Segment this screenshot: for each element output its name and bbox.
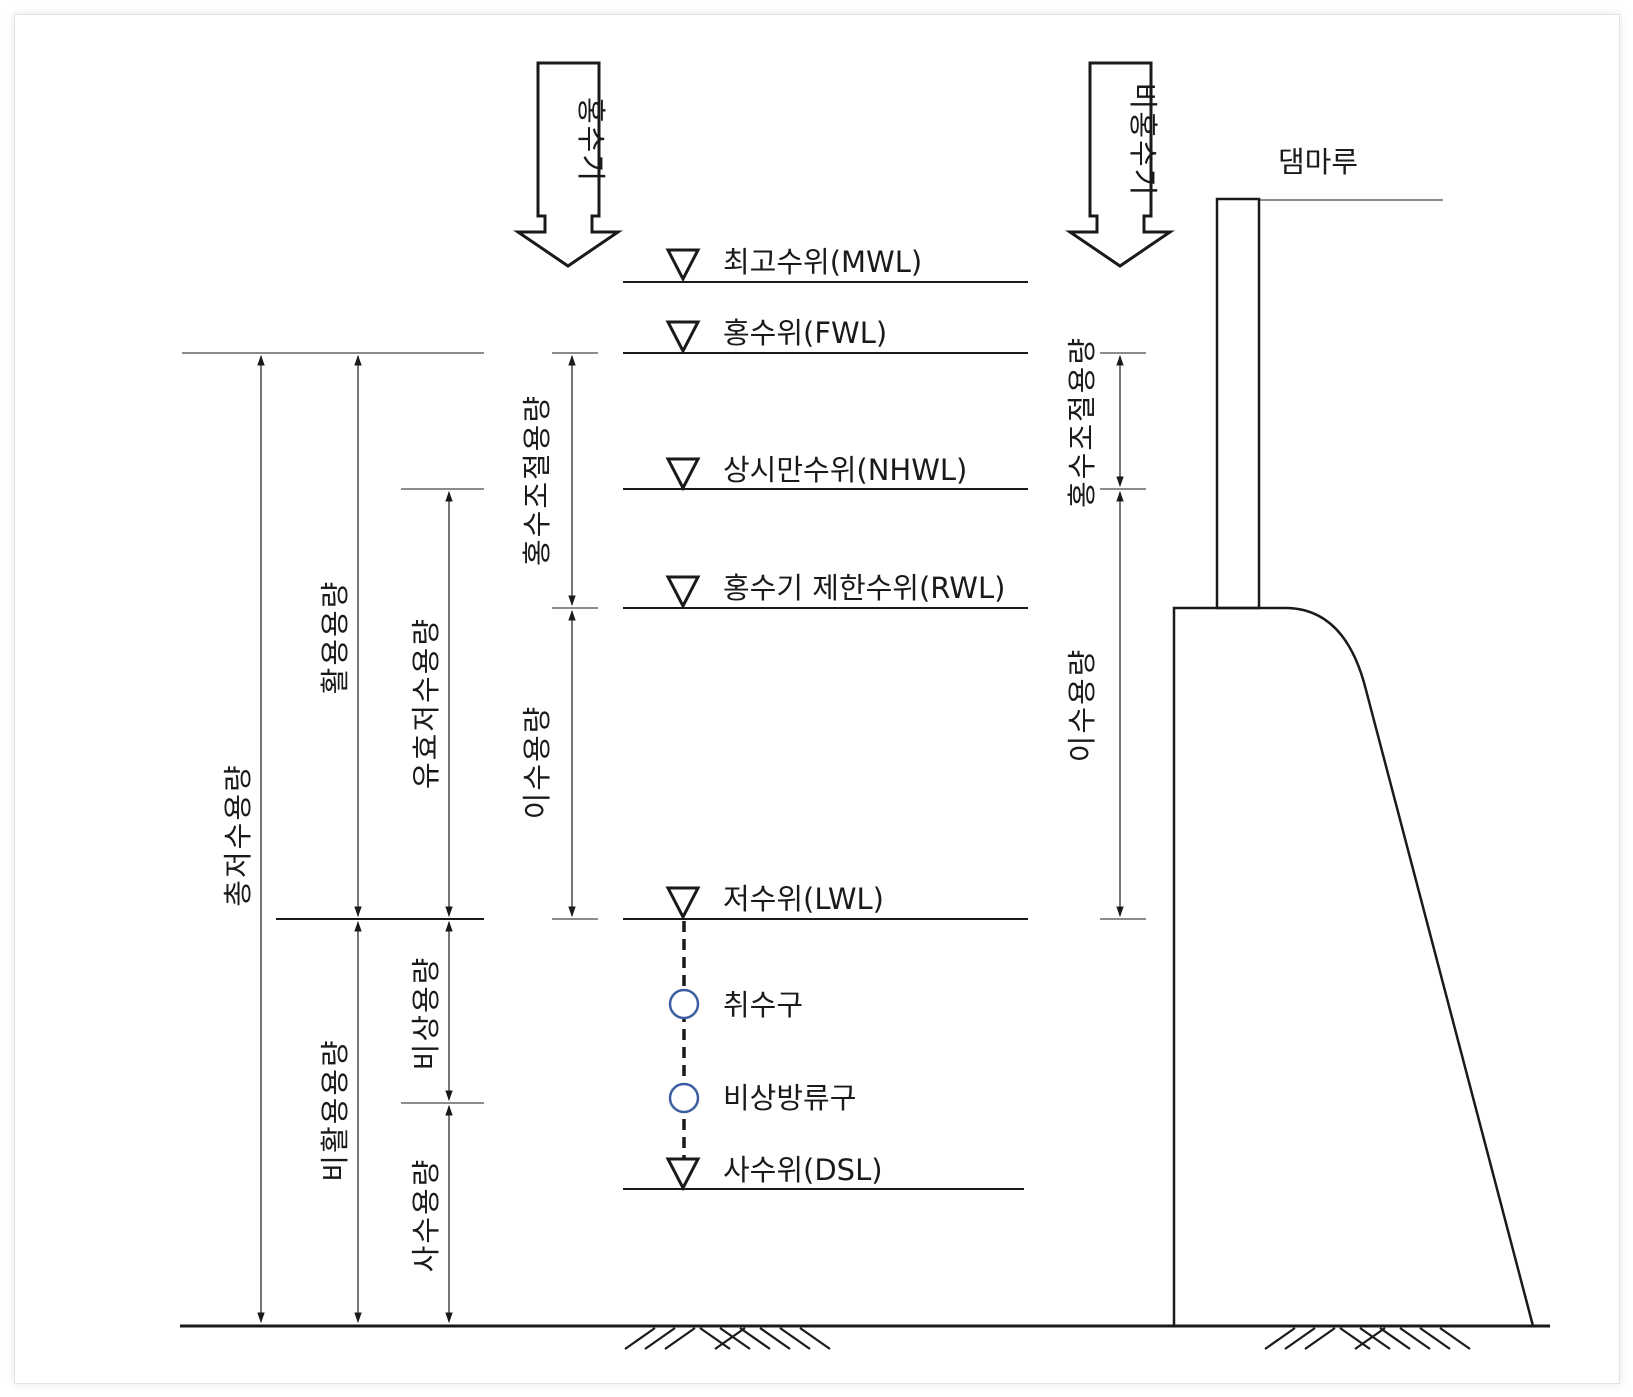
active-storage-label: 활용용량 <box>318 580 352 695</box>
ground-hatch-left <box>624 1327 831 1350</box>
fwl-label: 홍수위(FWL) <box>723 316 887 350</box>
ground-hatch-right <box>1264 1327 1471 1350</box>
water-level-marker-icon <box>665 575 701 610</box>
water-level-marker-icon <box>665 248 701 283</box>
effective-storage-label: 유효저수용량 <box>409 617 443 789</box>
dam-crest-label: 댐마루 <box>1278 145 1358 179</box>
water-level-rwl: 홍수기 제한수위(RWL) <box>623 571 1028 610</box>
dimension-arrows <box>257 354 1124 1324</box>
intake-circle-icon <box>668 988 700 1020</box>
emergency-outlet-label: 비상방류구 <box>723 1081 856 1115</box>
water-level-marker-icon <box>665 1157 701 1192</box>
water-level-marker-icon <box>665 886 701 921</box>
water-level-marker-icon <box>665 457 701 492</box>
dead-storage-label: 사수용량 <box>409 1158 443 1273</box>
reference-lines-right <box>1100 352 1146 920</box>
lwl-label: 저수위(LWL) <box>723 882 884 916</box>
dsl-label: 사수위(DSL) <box>723 1153 883 1187</box>
intake-label: 취수구 <box>723 988 803 1022</box>
total-storage-label: 총저수용량 <box>221 763 255 906</box>
water-level-nhwl: 상시만수위(NHWL) <box>623 453 1028 492</box>
nhwl-label: 상시만수위(NHWL) <box>723 453 967 487</box>
emergency-outlet-circle-icon <box>668 1082 700 1114</box>
non-flood-season-label: 비홍수기 <box>1126 83 1160 198</box>
inactive-storage-label: 비활용용량 <box>318 1038 352 1181</box>
flood-season-arrow: 홍수기 <box>513 61 623 268</box>
water-use-label-right: 이수용량 <box>1065 648 1099 763</box>
ground <box>180 1324 1550 1350</box>
water-level-fwl: 홍수위(FWL) <box>623 316 1028 355</box>
reference-lines-left <box>182 352 598 1104</box>
emergency-storage-label: 비상용량 <box>409 956 443 1071</box>
flood-season-label: 홍수기 <box>574 97 608 183</box>
rwl-label: 홍수기 제한수위(RWL) <box>723 571 1005 605</box>
non-flood-season-arrow: 비홍수기 <box>1065 61 1175 268</box>
flood-control-label-right: 홍수조절용량 <box>1065 336 1099 508</box>
dam-structure: 댐마루 <box>1172 145 1535 1327</box>
water-level-dsl: 사수위(DSL) <box>623 1153 1024 1192</box>
water-level-marker-icon <box>665 320 701 355</box>
flood-control-label-left: 홍수조절용량 <box>520 394 554 566</box>
capacity-labels: 총저수용량 활용용량 비활용용량 유효저수용량 비상용량 사수용량 홍수조절용량… <box>221 336 1099 1272</box>
water-level-lwl: 저수위(LWL) <box>623 882 1028 921</box>
mwl-label: 최고수위(MWL) <box>723 245 922 279</box>
outlet-column: 취수구 비상방류구 <box>668 921 856 1158</box>
figure-frame <box>14 14 1620 1384</box>
water-use-label-left: 이수용량 <box>520 705 554 820</box>
water-level-mwl: 최고수위(MWL) <box>623 245 1028 283</box>
